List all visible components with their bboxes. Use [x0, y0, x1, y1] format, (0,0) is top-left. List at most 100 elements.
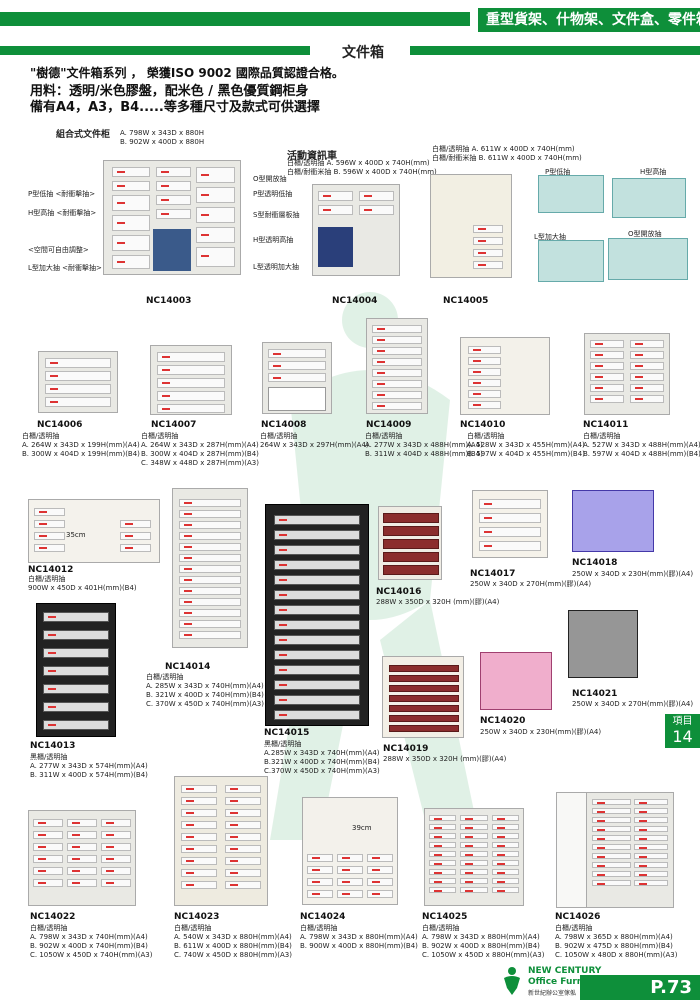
page-title: 文件箱 — [342, 45, 384, 61]
tray-o-open-image — [608, 238, 688, 280]
nc14019-image — [382, 656, 464, 738]
code-nc14011: NC14011 — [583, 420, 629, 430]
code-nc14008: NC14008 — [261, 420, 307, 430]
tray-l-large-label: L型加大抽 — [534, 233, 566, 241]
brand-subtitle: Office Furniture — [528, 977, 608, 987]
brand-name: NEW CENTURY — [528, 966, 602, 976]
nc14026-image — [556, 792, 674, 908]
cart-title: 活動資訊車 — [287, 151, 337, 162]
nc14018-spec: 250W x 340D x 230H(mm)(膠)(A4) — [572, 570, 694, 578]
code-nc14003: NC14003 — [146, 296, 192, 306]
nc14024-dimension: 39cm — [352, 824, 372, 832]
code-nc14019: NC14019 — [383, 744, 429, 754]
nc14015-image — [265, 504, 369, 726]
nc14013-image — [36, 603, 116, 737]
callout-l-large: L型加大抽 <耐衝擊抽> — [28, 264, 102, 272]
brand-chinese: 新世紀辦公室傢俬 — [528, 990, 577, 997]
nc14016-spec: 288W x 350D x 320H (mm)(膠)(A4) — [376, 598, 500, 606]
nc14012-image — [28, 499, 160, 563]
nc14017-image — [472, 490, 548, 558]
code-nc14015: NC14015 — [264, 728, 310, 738]
callout-p-clear: P型透明低抽 — [253, 190, 293, 198]
page-number: P.73 — [650, 977, 692, 998]
nc14008-image — [262, 342, 332, 414]
code-nc14016: NC14016 — [376, 587, 422, 597]
nc14024-image — [302, 797, 398, 905]
code-nc14013: NC14013 — [30, 741, 76, 751]
code-nc14012: NC14012 — [28, 565, 74, 575]
code-nc14014: NC14014 — [165, 662, 211, 672]
tray-p-low-image — [538, 175, 604, 213]
code-nc14024: NC14024 — [300, 912, 346, 922]
nc14020-spec: 250W x 340D x 230H(mm)(膠)(A4) — [480, 728, 602, 736]
combo-title: 組合式文件柜 — [56, 130, 111, 140]
intro-line-2: 用料：透明/米色膠盤，配米色 / 黑色優質鋼柜身 — [30, 84, 309, 99]
tray-h-high-label: H型高抽 — [640, 168, 667, 176]
nc14009-image — [366, 318, 428, 414]
nc14016-image — [378, 506, 442, 580]
code-nc14020: NC14020 — [480, 716, 526, 726]
footer-bar — [580, 975, 700, 1000]
binders-image — [152, 229, 192, 271]
intro-line-1: "樹德"文件箱系列 ， 榮獲ISO 9002 國際品質認證合格。 — [30, 66, 344, 80]
section-tab-label: 項目 — [672, 716, 693, 727]
nc14005-image — [430, 174, 512, 278]
nc14025-image — [424, 808, 524, 906]
code-nc14017: NC14017 — [470, 569, 516, 579]
nc14022-image — [28, 810, 136, 906]
callout-space: <空間可自由調整> — [28, 246, 89, 254]
title-rule-left — [0, 46, 310, 55]
callout-o-open: O型開放抽 — [253, 175, 287, 183]
nc14010-image — [460, 337, 550, 415]
section-tab: 項目 14 — [665, 714, 700, 748]
tray-p-low-label: P型低抽 — [545, 168, 571, 176]
code-nc14025: NC14025 — [422, 912, 468, 922]
tray-h-high-image — [612, 178, 686, 218]
nc14014-image — [172, 488, 248, 648]
code-nc14026: NC14026 — [555, 912, 601, 922]
nc14017-spec: 250W x 340D x 270H(mm)(膠)(A4) — [470, 580, 592, 588]
code-nc14009: NC14009 — [366, 420, 412, 430]
code-nc14022: NC14022 — [30, 912, 76, 922]
code-nc14010: NC14010 — [460, 420, 506, 430]
combo-cabinet-image — [103, 160, 241, 275]
callout-s-shelf: S型耐衝層板抽 — [253, 211, 300, 219]
code-nc14018: NC14018 — [572, 558, 618, 568]
nc14023-image — [174, 776, 268, 906]
callout-h-high: H型高抽 <耐衝擊抽> — [28, 209, 97, 217]
nc14006-image — [38, 351, 118, 413]
code-nc14023: NC14023 — [174, 912, 220, 922]
nc14021-spec: 250W x 340D x 270H(mm)(膠)(A4) — [572, 700, 694, 708]
nc14019-spec: 288W x 350D x 320H (mm)(膠)(A4) — [383, 755, 507, 763]
callout-p-low: P型低抽 <耐衝擊抽> — [28, 190, 96, 198]
callout-l-clear: L型透明加大抽 — [253, 263, 299, 271]
nc14021-image — [568, 610, 638, 678]
nc14018-image — [572, 490, 654, 552]
category-title: 重型貨架、什物架、文件盒、零件箱 — [478, 8, 700, 32]
code-nc14007: NC14007 — [151, 420, 197, 430]
cart-specs: 白櫃/透明抽 A. 596W x 400D x 740H(mm)白櫃/耐衝米抽 … — [287, 159, 437, 176]
tray-l-large-image — [538, 240, 604, 282]
intro-line-3: 備有A4，A3，B4.....等多種尺寸及款式可供選擇 — [30, 100, 320, 115]
company-logo — [504, 967, 520, 995]
cart-image — [312, 184, 400, 276]
code-nc14005: NC14005 — [443, 296, 489, 306]
header-bar — [0, 12, 470, 26]
callout-h-clear: H型透明高抽 — [253, 236, 294, 244]
tray-o-open-label: O型開放抽 — [628, 230, 662, 238]
nc14020-image — [480, 652, 552, 710]
